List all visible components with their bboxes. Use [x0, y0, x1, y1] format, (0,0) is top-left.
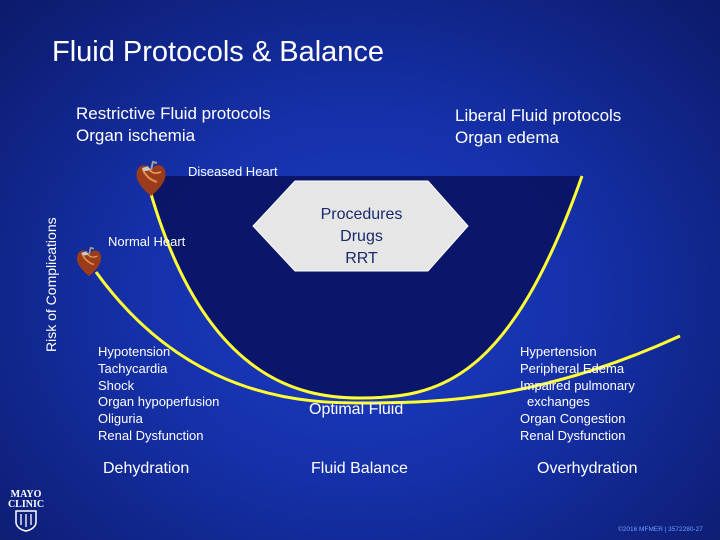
diseased-heart-icon [136, 160, 166, 196]
list-item: exchanges [527, 394, 590, 410]
dehydration-label: Dehydration [103, 460, 190, 477]
diseased-heart-label: Diseased Heart [188, 164, 278, 179]
optimal-fluid-label: Optimal Fluid [309, 401, 404, 418]
list-item: Oliguria [98, 411, 143, 427]
restrictive-line-2: Organ ischemia [76, 126, 196, 145]
list-item: Shock [98, 377, 135, 393]
list-item: Impaired pulmonary [520, 377, 635, 393]
list-item: Peripheral Edema [520, 360, 625, 376]
list-item: Hypotension [98, 344, 171, 359]
left-symptom-list: Hypotension Tachycardia Shock Organ hypo… [98, 344, 219, 445]
list-item: Renal Dysfunction [98, 427, 204, 443]
slide-title: Fluid Protocols & Balance [52, 36, 385, 68]
arrow-line-rrt: RRT [345, 250, 378, 267]
mayo-clinic-logo: MAYO CLINIC [4, 490, 52, 534]
fluid-balance-label: Fluid Balance [311, 460, 408, 477]
normal-heart-label: Normal Heart [108, 234, 186, 249]
liberal-line-2: Organ edema [455, 128, 559, 147]
arrow-text: Procedures Drugs RRT [295, 204, 428, 270]
shield-icon [15, 510, 37, 532]
arrow-line-procedures: Procedures [320, 206, 403, 223]
logo-line-2: CLINIC [7, 499, 45, 510]
liberal-line-1: Liberal Fluid protocols [455, 106, 622, 125]
normal-heart-curve [94, 271, 681, 405]
list-item: Tachycardia [98, 360, 168, 376]
arrow-line-drugs: Drugs [340, 228, 383, 245]
y-axis-label: Risk of Complications [43, 217, 59, 352]
overhydration-label: Overhydration [537, 460, 638, 477]
logo-line-1: MAYO [10, 489, 42, 500]
list-item: Renal Dysfunction [520, 427, 626, 443]
list-item: Organ Congestion [520, 411, 626, 427]
diseased-heart-curve [144, 175, 584, 400]
liberal-protocols-label: Liberal Fluid protocols Organ edema [455, 105, 621, 149]
list-item: Organ hypoperfusion [98, 394, 220, 410]
restrictive-protocols-label: Restrictive Fluid protocols Organ ischem… [76, 103, 271, 147]
copyright-notice: ©2016 MFMER | 3572280-27 [618, 526, 703, 533]
restrictive-line-1: Restrictive Fluid protocols [76, 104, 271, 123]
list-item: Hypertension [520, 344, 597, 359]
diseased-heart-shade [146, 176, 582, 398]
intervention-arrow [252, 180, 469, 272]
normal-heart-icon [76, 246, 102, 277]
right-symptom-list: Hypertension Peripheral Edema Impaired p… [520, 344, 635, 445]
